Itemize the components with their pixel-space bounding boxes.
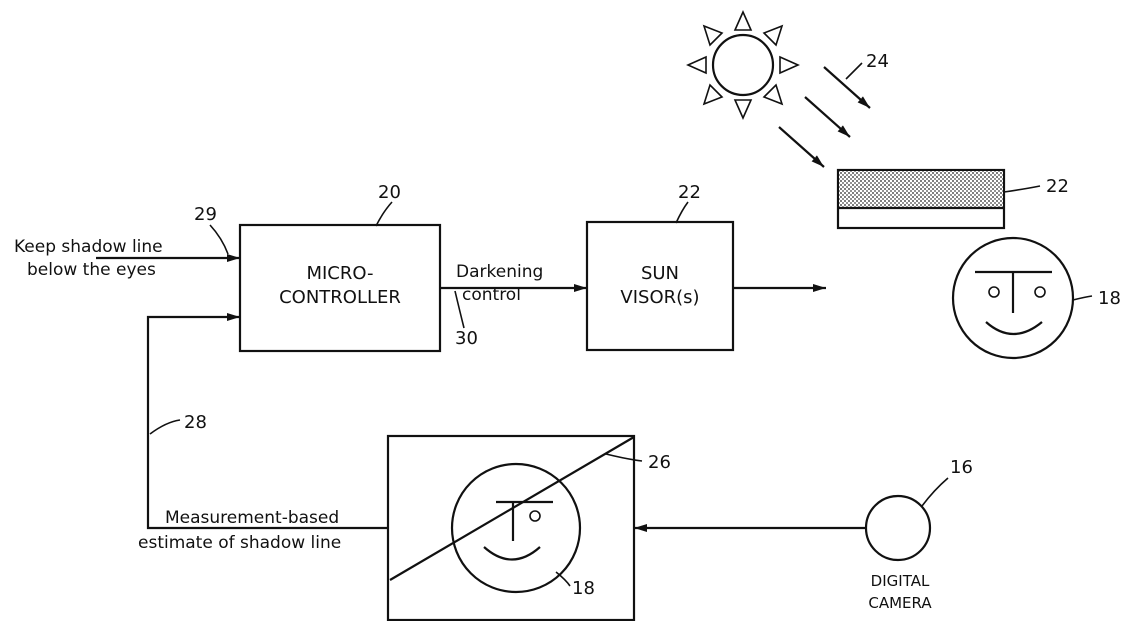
ref-28-leader [149, 419, 181, 435]
ref-16-leader [921, 477, 949, 507]
camera-label-2: CAMERA [868, 594, 932, 612]
camera-image-frame [386, 434, 643, 621]
estimate-label-1: Measurement-based [165, 508, 339, 528]
darkening-label-2: control [462, 285, 521, 305]
ref-22-visor-leader [675, 201, 689, 224]
input-label-1: Keep shadow line [14, 237, 163, 257]
ref-29-leader [209, 224, 229, 255]
microcontroller-label-1: MICRO- [306, 263, 373, 284]
camera-label-1: DIGITAL [871, 572, 930, 590]
ref-20: 20 [378, 182, 401, 203]
ref-20-leader [375, 201, 393, 227]
ref-22-block: 22 [1046, 176, 1069, 197]
sun-visor-label-2: VISOR(s) [620, 287, 699, 308]
sun-visor-box [585, 220, 735, 352]
ref-18-image: 18 [572, 578, 595, 599]
sun-visor-block [836, 168, 1041, 230]
sun-visor-label-1: SUN [641, 263, 679, 284]
ref-24: 24 [866, 51, 889, 72]
ref-16: 16 [950, 457, 973, 478]
darkening-label-1: Darkening [456, 262, 543, 282]
digital-camera-icon [864, 494, 932, 562]
ref-29: 29 [194, 204, 217, 225]
microcontroller-label-2: CONTROLLER [279, 287, 401, 308]
ref-30: 30 [455, 328, 478, 349]
ref-22-visor: 22 [678, 182, 701, 203]
ref-30-leader [454, 290, 465, 329]
feedback-path [146, 313, 388, 530]
sun-rays [778, 62, 871, 168]
estimate-label-2: estimate of shadow line [138, 533, 341, 553]
ref-26: 26 [648, 452, 671, 473]
ref-18-face: 18 [1098, 288, 1121, 309]
input-label-2: below the eyes [27, 260, 156, 280]
driver-face-icon [951, 236, 1093, 360]
sun-icon [686, 10, 800, 120]
ref-28: 28 [184, 412, 207, 433]
